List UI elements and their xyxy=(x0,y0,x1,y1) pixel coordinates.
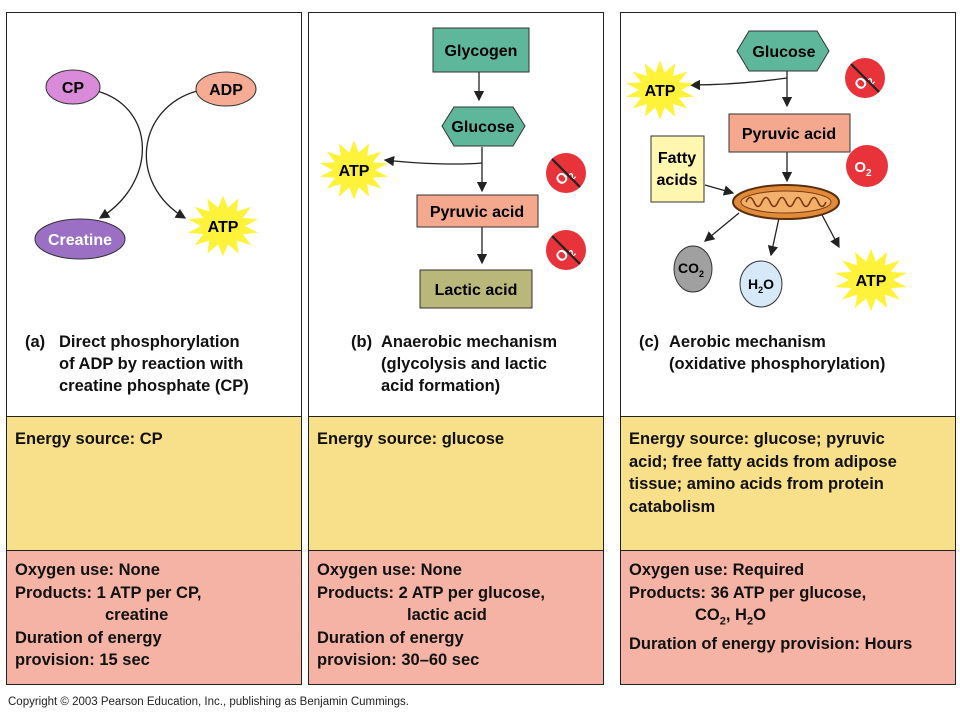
caption-line: (oxidative phosphorylation) xyxy=(669,355,886,373)
caption-line: (glycolysis and lactic xyxy=(381,355,547,373)
caption-line: Direct phosphorylation xyxy=(59,333,240,351)
svg-text:H2O: H2O xyxy=(748,276,774,295)
caption-line: Anaerobic mechanism xyxy=(381,333,558,351)
arrow-to-co2 xyxy=(703,212,740,242)
svg-text:O2: O2 xyxy=(854,159,872,179)
node-glucose: Glucose xyxy=(441,106,526,147)
no-oxygen-icon: O2 xyxy=(546,230,586,270)
products-text-cont: lactic acid xyxy=(407,606,487,624)
energy-source-text: Energy source: CP xyxy=(15,430,163,448)
svg-text:Glycogen: Glycogen xyxy=(445,43,518,60)
energy-source-text-cont: tissue; amino acids from protein xyxy=(629,475,884,493)
svg-text:Pyruvic acid: Pyruvic acid xyxy=(742,126,836,143)
node-pyruvic-acid: Pyruvic acid xyxy=(416,194,539,228)
arrow-cp-to-creatine xyxy=(96,90,143,219)
panel-aerobic-mechanism: Glucose ATP O2 Pyruvic acid O2 xyxy=(620,12,956,685)
node-atp: ATP xyxy=(834,248,908,312)
diagram-b: Glycogen Glucose ATP Pyruvic acid Lactic… xyxy=(309,13,603,416)
node-h2o: H2O xyxy=(739,260,783,308)
svg-text:Lactic acid: Lactic acid xyxy=(435,282,518,299)
products-text: Products: 36 ATP per glucose, xyxy=(629,583,867,602)
svg-text:Glucose: Glucose xyxy=(752,44,815,61)
oxygen-use-text: Oxygen use: None xyxy=(317,561,462,579)
caption-line: creatine phosphate (CP) xyxy=(59,377,249,395)
svg-text:ATP: ATP xyxy=(339,163,370,180)
duration-text: Duration of energy xyxy=(15,628,162,647)
oxygen-use-text: Oxygen use: None xyxy=(15,561,160,579)
svg-text:acids: acids xyxy=(657,172,698,189)
caption-line: Aerobic mechanism xyxy=(669,333,826,351)
node-atp: ATP xyxy=(187,195,259,257)
duration-text: Duration of energy xyxy=(317,628,464,647)
energy-source-text: Energy source: glucose xyxy=(317,430,505,448)
caption-letter: (b) xyxy=(351,333,373,351)
svg-text:Pyruvic acid: Pyruvic acid xyxy=(430,204,524,221)
svg-text:ADP: ADP xyxy=(209,82,243,99)
mitochondrion-icon xyxy=(732,184,840,220)
oxygen-products-box: Oxygen use: None Products: 2 ATP per glu… xyxy=(309,551,603,684)
diagram-c-svg: Glucose ATP O2 Pyruvic acid O2 xyxy=(625,30,908,312)
node-fatty-acids: Fatty acids xyxy=(650,135,705,203)
node-glycogen: Glycogen xyxy=(432,27,530,73)
panel-anaerobic-mechanism: Glycogen Glucose ATP Pyruvic acid Lactic… xyxy=(308,12,604,685)
duration-text: Duration of energy provision: Hours xyxy=(629,634,913,653)
oxygen-products-box: Oxygen use: Required Products: 36 ATP pe… xyxy=(621,551,955,684)
svg-text:CO2: CO2 xyxy=(678,260,704,279)
products-text: Products: 1 ATP per CP, xyxy=(15,583,202,602)
diagram-b-svg: Glycogen Glucose ATP Pyruvic acid Lactic… xyxy=(319,27,586,309)
energy-source-text: Energy source: glucose; pyruvic xyxy=(629,430,885,448)
svg-text:ATP: ATP xyxy=(645,83,676,100)
node-lactic-acid: Lactic acid xyxy=(419,269,533,309)
caption-letter: (c) xyxy=(639,333,660,351)
arrow-fatty-acids-to-mitochondrion xyxy=(704,184,735,196)
copyright-notice: Copyright © 2003 Pearson Education, Inc.… xyxy=(8,696,409,708)
oxygen-icon: O2 xyxy=(846,145,888,187)
energy-source-box: Energy source: CP xyxy=(7,416,301,551)
arrow-glucose-to-atp xyxy=(383,155,483,167)
node-co2: CO2 xyxy=(673,245,713,293)
arrow-adp-to-atp xyxy=(145,90,198,219)
node-creatine: Creatine xyxy=(34,218,126,260)
svg-text:Fatty: Fatty xyxy=(658,150,696,167)
caption-letter: (a) xyxy=(25,333,46,351)
svg-text:ATP: ATP xyxy=(856,273,887,290)
no-oxygen-icon: O2 xyxy=(845,58,885,98)
diagram-a: CP ADP Creatine ATP xyxy=(7,13,301,416)
node-cp: CP xyxy=(45,69,101,105)
oxygen-use-text: Oxygen use: Required xyxy=(629,561,805,579)
node-glucose: Glucose xyxy=(736,30,830,72)
arrow-to-h2o xyxy=(767,217,780,257)
energy-source-text-cont: acid; free fatty acids from adipose xyxy=(629,452,897,471)
panel-direct-phosphorylation: CP ADP Creatine ATP (a) Direct phosphory… xyxy=(6,12,302,685)
duration-text-cont: provision: 30–60 sec xyxy=(317,651,480,669)
oxygen-products-box: Oxygen use: None Products: 1 ATP per CP,… xyxy=(7,551,301,684)
node-adp: ADP xyxy=(195,71,257,107)
arrow-glucose-to-atp xyxy=(689,77,788,91)
node-pyruvic-acid: Pyruvic acid xyxy=(728,113,851,153)
caption-line: of ADP by reaction with xyxy=(59,355,244,373)
energy-source-box: Energy source: glucose; pyruvic acid; fr… xyxy=(621,416,955,551)
svg-text:Creatine: Creatine xyxy=(48,232,112,249)
energy-source-text-cont: catabolism xyxy=(629,497,716,516)
products-text-cont: CO2, H2O xyxy=(695,606,766,628)
diagram-a-svg: CP ADP Creatine ATP xyxy=(34,69,259,260)
duration-text-cont: provision: 15 sec xyxy=(15,651,150,669)
caption-line: acid formation) xyxy=(381,377,501,395)
arrow-to-atp xyxy=(820,212,840,249)
svg-text:Glucose: Glucose xyxy=(451,119,514,136)
energy-source-box: Energy source: glucose xyxy=(309,416,603,551)
svg-text:ATP: ATP xyxy=(208,219,239,236)
svg-text:CP: CP xyxy=(62,80,85,97)
products-text-cont: creatine xyxy=(105,606,169,624)
diagram-c: Glucose ATP O2 Pyruvic acid O2 xyxy=(621,13,955,416)
no-oxygen-icon: O2 xyxy=(546,153,586,193)
node-atp: ATP xyxy=(319,140,389,200)
node-atp: ATP xyxy=(625,60,695,120)
products-text: Products: 2 ATP per glucose, xyxy=(317,583,545,602)
